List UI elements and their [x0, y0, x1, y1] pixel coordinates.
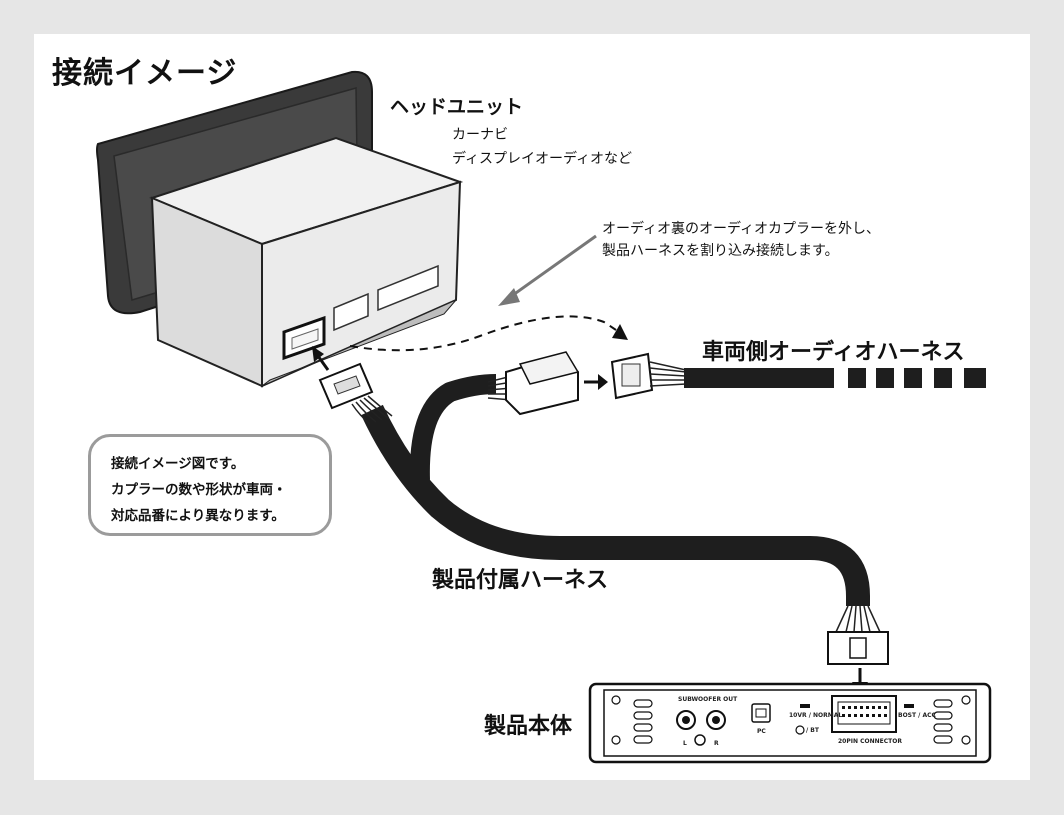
connect-arrow-head [598, 374, 608, 390]
vehicle-harness-dash-3 [904, 368, 922, 388]
vehicle-side-connector [610, 352, 654, 400]
product-harness-branch [409, 374, 497, 481]
amplifier-unit [588, 682, 992, 764]
head-unit-title: ヘッドユニット [390, 96, 524, 118]
plug-insert-arrow-line [316, 355, 330, 371]
product-body-label: 製品本体 [484, 714, 573, 739]
plug-insert-arrow-head [312, 346, 324, 362]
rear-socket-large [377, 264, 439, 312]
headunit-plug [318, 362, 374, 410]
instruction-pointer-head [498, 288, 520, 306]
amp-connector-label: 20PIN CONNECTOR [838, 738, 902, 745]
amp-right-label: R [714, 740, 719, 747]
head-unit-subtitle-1: カーナビ [452, 127, 508, 143]
amp-mode-switch-label: 10VR / NORMAL [789, 712, 843, 719]
callout-line-2: カプラーの数や形状が車両・ [111, 482, 287, 498]
vehicle-harness-dash-4 [934, 368, 952, 388]
product-side-connector [505, 351, 580, 416]
callout-line-3: 対応品番により異なります。 [111, 508, 285, 524]
amp-left-label: L [683, 740, 687, 747]
amp-subwoofer-out-label: SUBWOOFER OUT [678, 696, 738, 703]
wire-fan-headunit [351, 395, 393, 425]
product-harness-cable [361, 404, 870, 606]
wire-fan-vehicle [649, 361, 687, 387]
vehicle-harness-dash-5 [964, 368, 986, 388]
instruction-line-1: オーディオ裏のオーディオカプラーを外し、 [602, 221, 881, 237]
vehicle-harness-cable [684, 368, 834, 388]
wire-fan-amp [835, 605, 881, 633]
page-title: 接続イメージ [52, 56, 238, 91]
amp-bt-label: / BT [806, 727, 819, 734]
vehicle-harness-label: 車両側オーディオハーネス [702, 340, 965, 365]
head-unit [96, 70, 464, 388]
amp-plug [827, 631, 889, 665]
callout-line-1: 接続イメージ図です。 [111, 456, 245, 472]
amp-acc-label: BOST / ACC [898, 712, 936, 719]
vehicle-harness-dash-2 [876, 368, 894, 388]
head-unit-subtitle-2: ディスプレイオーディオなど [452, 151, 633, 167]
product-harness-label: 製品付属ハーネス [432, 568, 609, 593]
rear-socket-small [333, 292, 369, 332]
instruction-line-2: 製品ハーネスを割り込み接続します。 [602, 243, 839, 259]
audio-coupler-socket-inner [291, 328, 319, 350]
vehicle-harness-dash-1 [848, 368, 866, 388]
instruction-pointer-line [505, 234, 597, 302]
callout-note: 接続イメージ図です。 カプラーの数や形状が車両・ 対応品番により異なります。 [88, 434, 332, 536]
original-connection-arrowhead [612, 324, 628, 340]
amp-pc-label: PC [757, 728, 766, 735]
original-connection-dashed [349, 315, 617, 352]
head-unit-bottom-lip [261, 299, 457, 387]
